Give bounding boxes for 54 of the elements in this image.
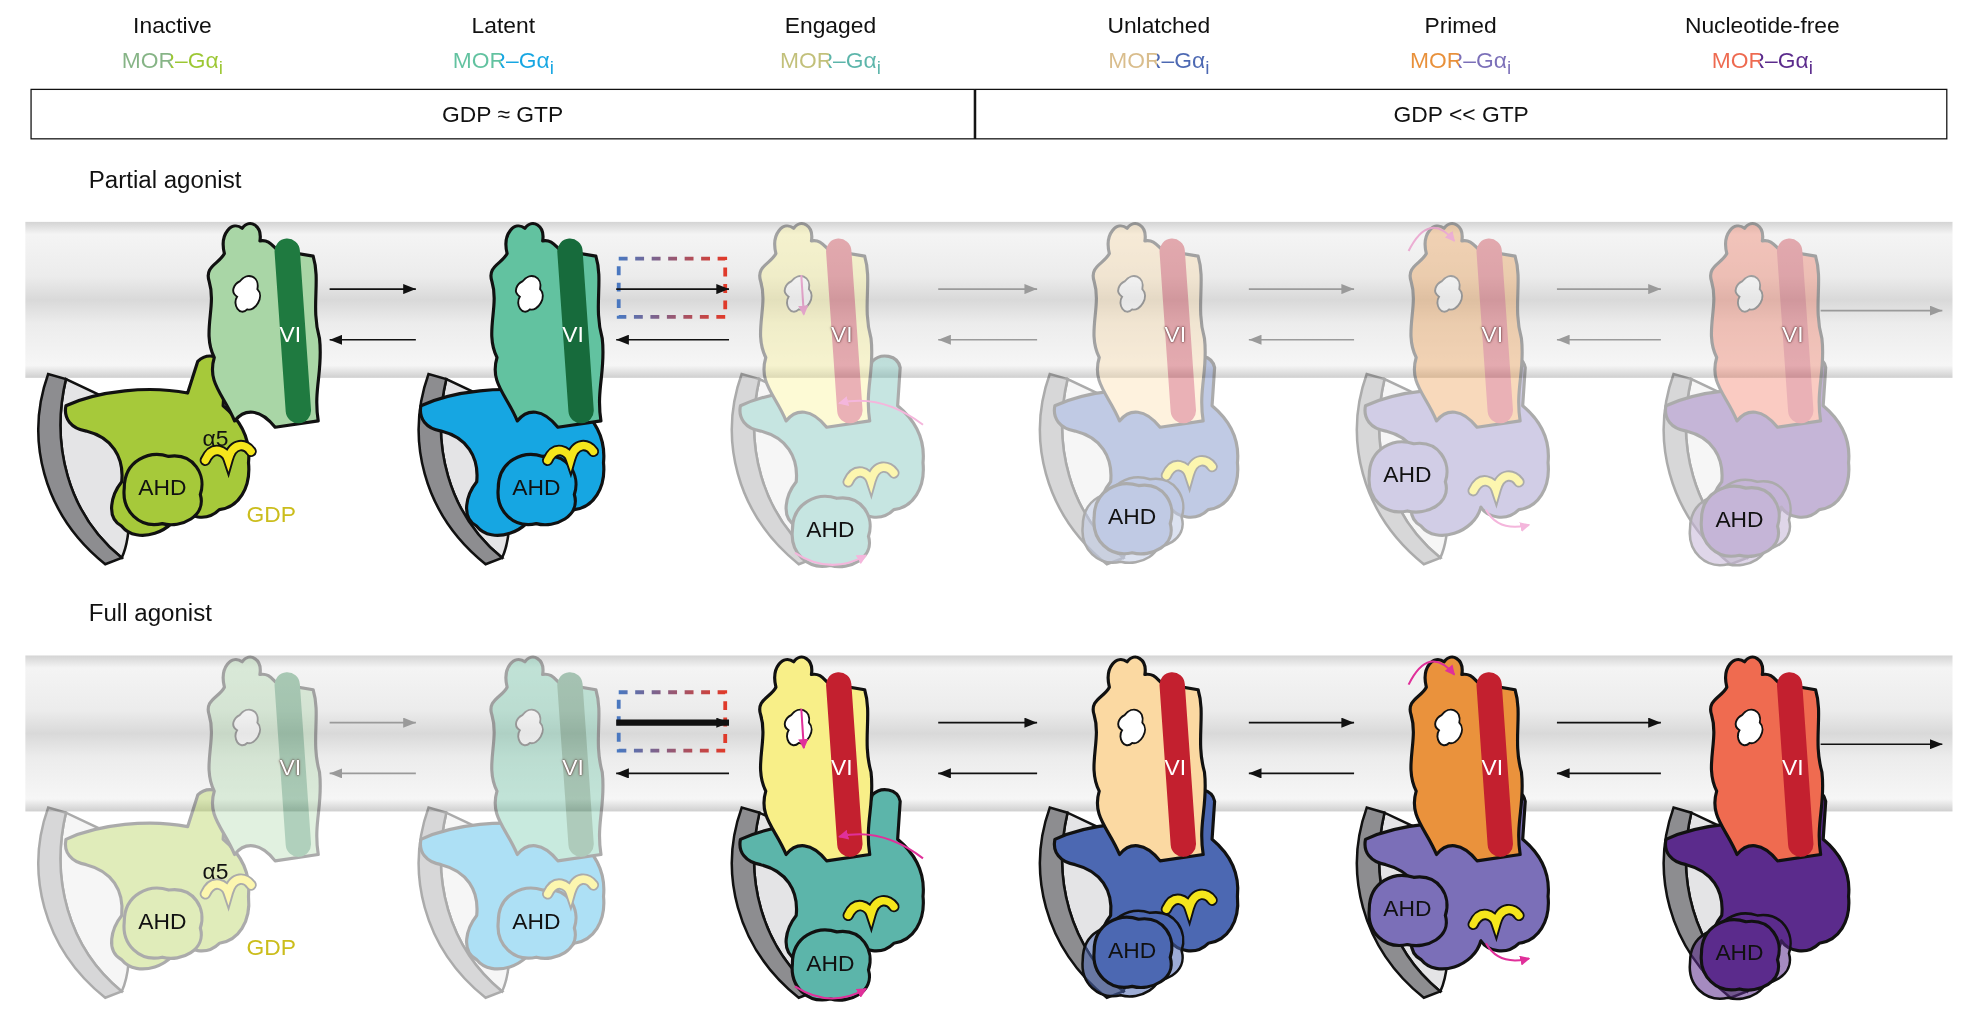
domain-label: AHD xyxy=(512,474,561,502)
state-name: Primed xyxy=(1424,12,1497,40)
condition-band: GDP ≈ GTP xyxy=(30,88,975,140)
domain-label: AHD xyxy=(1108,937,1157,965)
domain-label: AHD xyxy=(806,950,855,977)
arrow xyxy=(615,284,730,295)
arrow xyxy=(1248,334,1355,345)
arrow xyxy=(328,334,417,345)
domain-label: AHD xyxy=(512,908,561,936)
arrow xyxy=(937,334,1038,345)
arrow xyxy=(615,334,730,345)
helix-label: VI xyxy=(1481,321,1504,349)
domain-label: AHD xyxy=(1715,940,1764,967)
nucleotide-label: GDP xyxy=(246,501,297,529)
nucleotide-label: GDP xyxy=(246,935,297,962)
helix-label: α5 xyxy=(202,858,229,886)
arrow xyxy=(328,284,417,295)
helix-label: VI xyxy=(279,755,302,782)
domain-label: AHD xyxy=(138,474,187,502)
arrow xyxy=(615,768,730,779)
helix-label: VI xyxy=(1781,321,1804,349)
helix-label: VI xyxy=(1781,755,1804,782)
domain-label: AHD xyxy=(1383,895,1432,923)
arrow xyxy=(1248,717,1355,728)
arrow xyxy=(1556,717,1662,728)
row-label: Full agonist xyxy=(88,599,212,628)
arrow xyxy=(328,768,417,779)
arrow xyxy=(1248,284,1355,295)
row-label: Partial agonist xyxy=(88,166,242,194)
domain-label: AHD xyxy=(1715,506,1764,534)
state-name: Unlatched xyxy=(1107,12,1211,40)
domain-label: AHD xyxy=(138,908,187,936)
arrow xyxy=(1819,739,1944,750)
arrow xyxy=(328,717,417,728)
arrow xyxy=(1556,768,1662,779)
arrow xyxy=(1556,334,1662,345)
arrow xyxy=(1556,284,1662,295)
domain-label: AHD xyxy=(1108,503,1157,531)
state-name: Inactive xyxy=(133,12,212,40)
condition-band: GDP << GTP xyxy=(975,88,1948,140)
state-name: Latent xyxy=(471,12,536,40)
state-name: Engaged xyxy=(784,12,877,40)
arrow xyxy=(1248,768,1355,779)
domain-label: AHD xyxy=(1383,462,1432,489)
helix-label: VI xyxy=(562,755,584,782)
helix-label: VI xyxy=(1481,755,1504,782)
arrow xyxy=(937,717,1038,728)
arrow xyxy=(937,768,1038,779)
state-name: Nucleotide-free xyxy=(1684,12,1840,40)
helix-label: α5 xyxy=(202,425,229,452)
helix-label: VI xyxy=(831,321,853,349)
helix-label: VI xyxy=(562,321,584,349)
domain-label: AHD xyxy=(806,516,855,544)
arrow xyxy=(937,284,1038,295)
